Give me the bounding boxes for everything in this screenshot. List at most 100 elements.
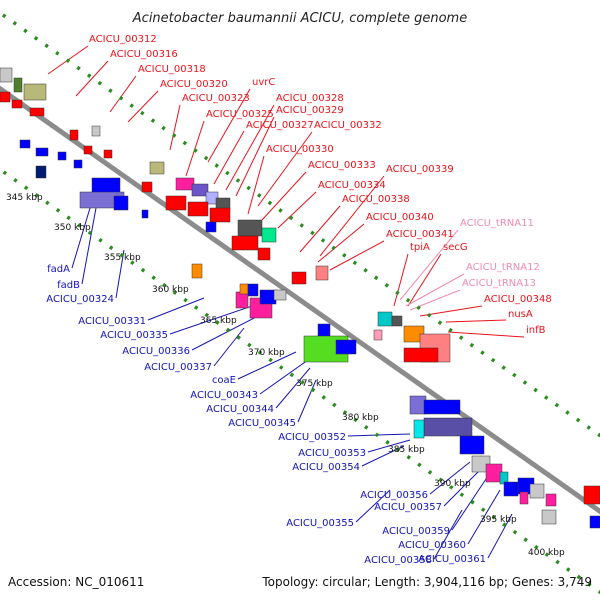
gene-block xyxy=(11,99,23,109)
gene-block xyxy=(91,177,121,195)
gene-block xyxy=(113,195,129,211)
forward-gene-label: uvrC xyxy=(252,77,275,88)
reverse-gene-label-leader xyxy=(297,379,317,423)
reverse-gene-label-leader xyxy=(169,303,259,335)
gene-block xyxy=(291,271,307,285)
gene-block xyxy=(261,227,277,243)
reverse-gene-label-leader xyxy=(347,433,411,437)
forward-gene-label-leader xyxy=(277,191,317,229)
reverse-gene-label: ACICU_00337 xyxy=(144,362,212,373)
gene-block xyxy=(259,289,277,305)
gene-block xyxy=(519,491,529,505)
gene-block xyxy=(235,291,249,309)
reverse-gene-label-leader xyxy=(367,439,411,453)
gene-block xyxy=(23,83,47,101)
forward-gene-label: ACICU_00312 xyxy=(89,34,157,45)
reverse-gene-label: ACICU_00336 xyxy=(122,346,190,357)
reverse-gene-label: ACICU_00360 xyxy=(398,540,466,551)
reverse-gene-label: ACICU_00353 xyxy=(298,448,366,459)
forward-gene-label-leader xyxy=(225,104,275,191)
gene-block xyxy=(141,181,153,193)
gene-block xyxy=(187,201,209,217)
forward-gene-label-leader xyxy=(393,253,409,307)
forward-gene-label: ACICU_00340 xyxy=(366,212,434,223)
reverse-gene-label: ACICU_00354 xyxy=(292,462,360,473)
reverse-gene-label: ACICU_00356 xyxy=(360,490,428,501)
forward-gene-label-leader xyxy=(257,131,313,207)
gene-block xyxy=(0,67,13,83)
forward-gene-label-leader xyxy=(185,120,205,177)
forward-gene-label: ACICU_00328 xyxy=(276,93,344,104)
reverse-gene-label: ACICU_00324 xyxy=(46,294,114,305)
gene-block xyxy=(239,283,249,295)
position-label: 390 kbp xyxy=(434,479,471,489)
gene-block xyxy=(209,207,231,223)
forward-gene-label-leader xyxy=(207,88,251,163)
forward-gene-label-leader xyxy=(169,104,181,151)
gene-block xyxy=(57,151,67,161)
forward-gene-label: ACICU_00348 xyxy=(484,294,552,305)
position-label: 360 kbp xyxy=(152,285,189,295)
position-label: 350 kbp xyxy=(54,223,91,233)
reverse-gene-label-leader xyxy=(115,249,125,299)
position-label: 355 kbp xyxy=(104,253,141,263)
position-label: 380 kbp xyxy=(342,413,379,423)
forward-gene-label-leader xyxy=(317,223,365,263)
gene-block xyxy=(335,339,357,355)
reverse-gene-label: coaE xyxy=(212,375,236,386)
reverse-gene-label: ACICU_00357 xyxy=(374,502,442,513)
reverse-gene-label-leader xyxy=(467,489,501,545)
forward-gene-label: ACICU_00323 xyxy=(182,93,250,104)
trna-label: ACICU_tRNA12 xyxy=(466,262,540,273)
forward-gene-label-leader xyxy=(247,155,265,215)
reverse-gene-label: fadB xyxy=(57,280,80,291)
genome-summary-text: Topology: circular; Length: 3,904,116 bp… xyxy=(261,575,592,589)
reverse-gene-label-leader xyxy=(429,461,471,495)
gene-block xyxy=(191,183,209,197)
forward-gene-label: ACICU_00320 xyxy=(160,79,228,90)
reverse-gene-label-leader xyxy=(71,207,91,269)
reverse-gene-label-leader xyxy=(355,489,391,523)
gene-block xyxy=(175,177,195,191)
gene-block xyxy=(409,395,427,415)
forward-gene-label-leader xyxy=(299,205,341,253)
gene-block xyxy=(19,139,31,149)
forward-gene-label: ACICU_00338 xyxy=(342,194,410,205)
forward-gene-label-leader xyxy=(447,331,525,338)
forward-gene-label-leader xyxy=(235,116,275,197)
reverse-gene-label-leader xyxy=(487,513,513,559)
reverse-gene-label-leader xyxy=(433,509,463,560)
gene-block xyxy=(529,483,545,499)
gene-block xyxy=(165,195,187,211)
reverse-gene-label-leader xyxy=(147,297,205,321)
forward-gene-label-leader xyxy=(445,319,507,323)
gene-block xyxy=(191,263,203,279)
gene-block xyxy=(149,161,165,175)
forward-gene-label-leader xyxy=(261,171,307,221)
position-label: 400 kbp xyxy=(528,548,565,558)
reverse-gene-label: ACICU_00359 xyxy=(382,526,450,537)
gene-block xyxy=(503,481,519,497)
trna-label: ACICU_tRNA11 xyxy=(460,218,534,229)
gene-block xyxy=(69,129,79,141)
gene-block xyxy=(205,221,217,233)
reverse-gene-label: ACICU_00355 xyxy=(286,518,354,529)
gene-block xyxy=(403,347,439,363)
gene-block xyxy=(237,219,263,237)
reverse-gene-label: fadA xyxy=(47,264,70,275)
reverse-gene-label-leader xyxy=(191,313,263,351)
forward-gene-label: ACICU_00332 xyxy=(314,120,382,131)
trna-label-leader xyxy=(399,229,459,301)
reverse-gene-label-leader xyxy=(451,475,489,531)
gene-block xyxy=(35,165,47,179)
reverse-gene-label: ACICU_00361 xyxy=(418,554,486,565)
gene-block xyxy=(391,315,403,327)
forward-gene-label: ACICU_00325 xyxy=(206,109,274,120)
reverse-gene-label-leader xyxy=(275,367,311,409)
gene-block xyxy=(91,125,101,137)
forward-gene-label: nusA xyxy=(508,309,533,320)
forward-gene-label: ACICU_00330 xyxy=(266,144,334,155)
gene-block xyxy=(583,485,600,505)
leader-lines xyxy=(47,45,525,560)
